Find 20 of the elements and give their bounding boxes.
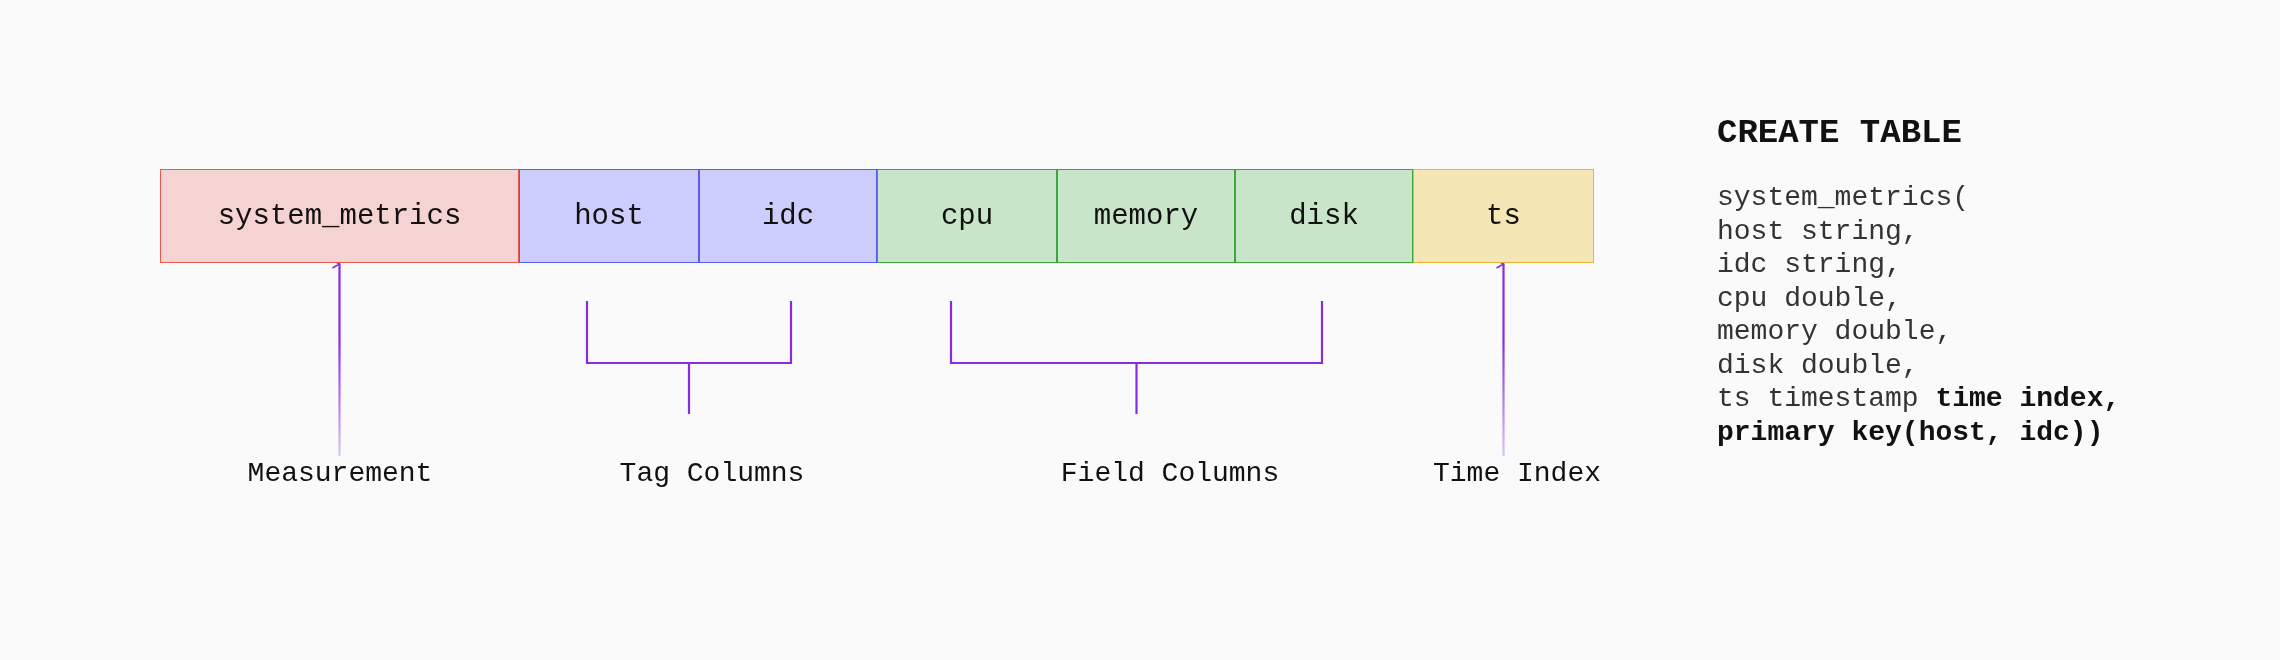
caption-label: Time Index: [1433, 458, 1601, 489]
code-line: cpu double,: [1717, 282, 1902, 314]
table-column-cell: disk: [1235, 169, 1413, 263]
code-line: host string,: [1717, 215, 1919, 247]
caption-label: Measurement: [247, 458, 433, 489]
table-column-cell: ts: [1413, 169, 1594, 263]
code-line: memory double,: [1717, 316, 1953, 347]
code-line: disk double,: [1717, 349, 1919, 381]
code-line: system_metrics(: [1717, 182, 1970, 213]
code-line: primary key(host, idc)): [1717, 416, 2104, 448]
table-column-cell: host: [519, 169, 699, 263]
table-column-cell: idc: [699, 169, 877, 263]
table-column-cell: memory: [1057, 169, 1235, 263]
table-column-cell: cpu: [877, 169, 1057, 263]
code-heading: CREATE TABLE: [1717, 114, 1962, 152]
code-line: ts timestamp time index,: [1717, 383, 2121, 414]
caption-label: Tag Columns: [619, 458, 805, 489]
code-line: idc string,: [1717, 249, 1902, 280]
caption-label: Field Columns: [1060, 458, 1280, 489]
table-column-cell: system_metrics: [160, 169, 519, 263]
